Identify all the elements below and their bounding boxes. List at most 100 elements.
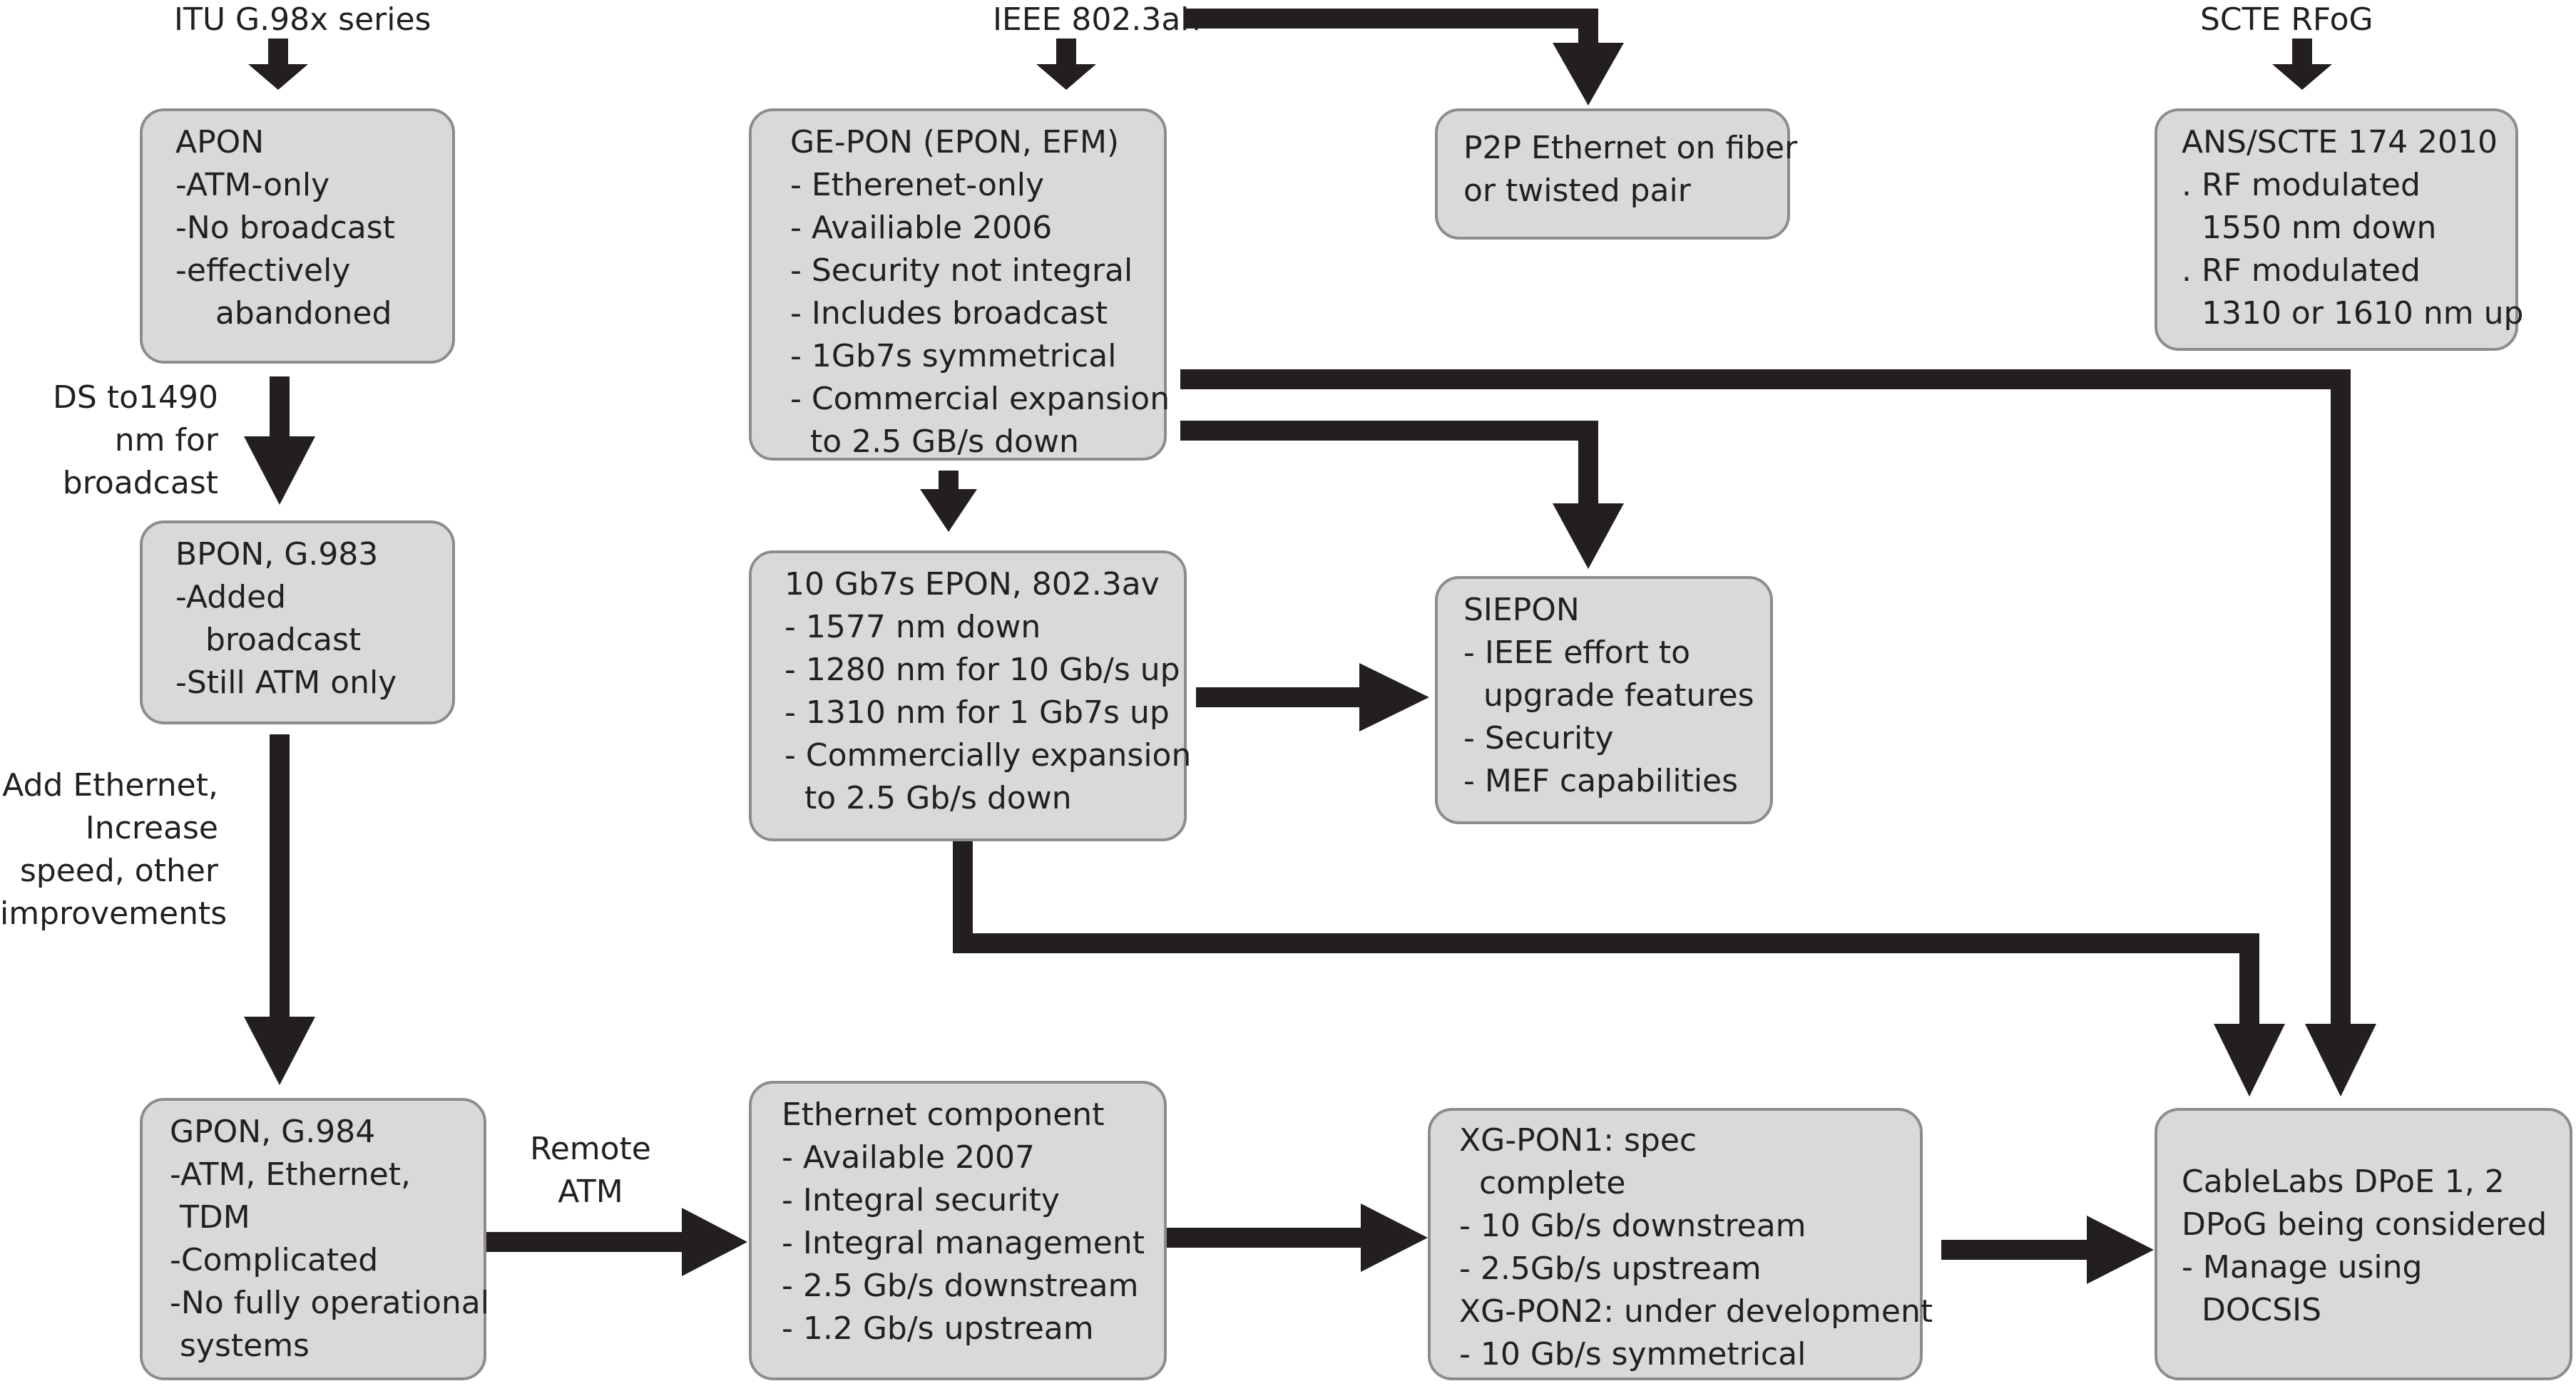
box-gpon: GPON, G.984-ATM, Ethernet, TDM-Complicat… bbox=[140, 1098, 489, 1380]
box-p2p: P2P Ethernet on fiber or twisted pair bbox=[1435, 108, 1798, 240]
arrowhead-xgpon bbox=[1361, 1203, 1428, 1272]
box-apon: APON -ATM-only -No broadcast -effectively a… bbox=[140, 108, 455, 364]
arrow-epon10-to-cablelabs bbox=[953, 841, 2259, 1027]
siepon-line-0: SIEPON bbox=[1463, 592, 1580, 628]
arrowhead-gpon bbox=[244, 1017, 315, 1085]
box-scte174: ANS/SCTE 174 2010 . RF modulated 1550 nm … bbox=[2155, 108, 2524, 351]
arrowhead-siepon-left bbox=[1359, 663, 1429, 732]
arrowhead-scte174 bbox=[2272, 64, 2332, 90]
label-remote-atm-line-0: Remote bbox=[530, 1131, 651, 1167]
label-ds-broadcast-line-2: broadcast bbox=[62, 465, 218, 501]
cablelabs-line-3: DOCSIS bbox=[2182, 1292, 2322, 1328]
box-xgpon: XG-PON1: spec complete - 10 Gb/s downstre… bbox=[1428, 1108, 1933, 1380]
source-scte: SCTE RFoG bbox=[2200, 1, 2373, 38]
gpon-line-0: GPON, G.984 bbox=[170, 1114, 376, 1150]
ethernet-line-2: - Integral security bbox=[782, 1182, 1060, 1218]
arrowhead-siepon bbox=[1553, 503, 1624, 569]
siepon-line-3: - Security bbox=[1463, 720, 1614, 756]
bpon-line-0: BPON, G.983 bbox=[175, 536, 379, 573]
gepon-line-0: GE-PON (EPON, EFM) bbox=[790, 124, 1120, 160]
gepon-line-3: - Security not integral bbox=[790, 252, 1133, 289]
arrowhead-bpon bbox=[244, 436, 315, 505]
arrowhead-epon10 bbox=[920, 489, 977, 532]
arrowhead-cablelabs-left bbox=[2214, 1024, 2285, 1097]
source-ieee: IEEE 802.3ah bbox=[993, 1, 1201, 38]
box-ethernet: Ethernet component - Available 2007 - Inte… bbox=[749, 1081, 1167, 1380]
ethernet-line-3: - Integral management bbox=[782, 1225, 1145, 1261]
label-ds-broadcast-line-0: DS to1490 bbox=[53, 379, 218, 416]
p2p-line-1: or twisted pair bbox=[1463, 173, 1691, 209]
apon-line-4: abandoned bbox=[175, 295, 392, 332]
label-add-ethernet-line-1: Increase bbox=[85, 810, 218, 846]
arrowhead-ethernet bbox=[682, 1208, 747, 1276]
box-gepon: GE-PON (EPON, EFM) - Etherenet-only - Avai… bbox=[749, 108, 1170, 461]
apon-line-0: APON bbox=[175, 124, 265, 160]
xgpon-line-4: XG-PON2: under development bbox=[1459, 1293, 1933, 1330]
gepon-line-7: to 2.5 GB/s down bbox=[790, 423, 1079, 460]
gepon-line-1: - Etherenet-only bbox=[790, 167, 1045, 203]
box-siepon: SIEPON - IEEE effort to upgrade features -… bbox=[1435, 576, 1773, 824]
epon10-line-2: - 1280 nm for 10 Gb/s up bbox=[784, 652, 1180, 688]
ethernet-line-1: - Available 2007 bbox=[782, 1139, 1035, 1176]
epon10-line-5: to 2.5 Gb/s down bbox=[784, 780, 1072, 816]
gpon-line-1: -ATM, Ethernet, bbox=[170, 1156, 411, 1193]
siepon-line-4: - MEF capabilities bbox=[1463, 763, 1739, 799]
epon10-line-0: 10 Gb7s EPON, 802.3av bbox=[784, 566, 1160, 602]
ethernet-line-4: - 2.5 Gb/s downstream bbox=[782, 1268, 1139, 1304]
xgpon-line-1: complete bbox=[1459, 1165, 1626, 1201]
gpon-line-4: -No fully operational bbox=[170, 1285, 489, 1321]
label-add-ethernet-line-3: improvements bbox=[0, 895, 228, 932]
arrow-ieee-to-p2p bbox=[1185, 9, 1598, 46]
label-add-ethernet-line-0: Add Ethernet, bbox=[2, 767, 218, 804]
arrowhead-cablelabs-bottom bbox=[2087, 1216, 2154, 1284]
p2p-line-0: P2P Ethernet on fiber bbox=[1463, 130, 1798, 166]
scte174-line-3: . RF modulated bbox=[2182, 252, 2421, 289]
scte174-line-2: 1550 nm down bbox=[2182, 210, 2437, 246]
gepon-line-6: - Commercial expansion bbox=[790, 381, 1170, 417]
arrow-gepon-to-siepon bbox=[1180, 421, 1598, 506]
label-remote-atm-line-1: ATM bbox=[558, 1174, 623, 1210]
box-cablelabs: CableLabs DPoE 1, 2 DPoG being considered… bbox=[2155, 1108, 2572, 1380]
epon10-line-4: - Commercially expansion bbox=[784, 737, 1192, 774]
xgpon-line-5: - 10 Gb/s symmetrical bbox=[1459, 1336, 1806, 1372]
epon10-line-3: - 1310 nm for 1 Gb7s up bbox=[784, 694, 1170, 731]
bpon-line-2: broadcast bbox=[175, 622, 362, 658]
xgpon-line-2: - 10 Gb/s downstream bbox=[1459, 1208, 1806, 1244]
apon-line-3: -effectively bbox=[175, 252, 351, 289]
label-ds-broadcast-line-1: nm for bbox=[114, 422, 218, 458]
cablelabs-line-2: - Manage using bbox=[2182, 1249, 2423, 1285]
xgpon-line-0: XG-PON1: spec bbox=[1459, 1122, 1697, 1159]
source-itu: ITU G.98x series bbox=[174, 1, 431, 38]
label-ds-broadcast: DS to1490 nm for broadcast bbox=[0, 376, 218, 505]
gepon-line-4: - Includes broadcast bbox=[790, 295, 1108, 332]
label-add-ethernet: Add Ethernet, Increase speed, other improve… bbox=[0, 764, 228, 935]
cablelabs-line-0: CableLabs DPoE 1, 2 bbox=[2182, 1164, 2505, 1200]
cablelabs-line-1: DPoG being considered bbox=[2182, 1206, 2547, 1243]
apon-line-2: -No broadcast bbox=[175, 210, 395, 246]
siepon-line-1: - IEEE effort to bbox=[1463, 635, 1691, 671]
gpon-line-3: -Complicated bbox=[170, 1242, 379, 1278]
arrow-gepon-to-cablelabs bbox=[1180, 369, 2351, 1027]
arrowhead-cablelabs-right bbox=[2305, 1024, 2376, 1097]
label-add-ethernet-line-2: speed, other bbox=[19, 853, 218, 889]
bpon-line-1: -Added bbox=[175, 579, 287, 615]
arrowhead-p2p bbox=[1553, 43, 1624, 106]
scte174-line-4: 1310 or 1610 nm up bbox=[2182, 295, 2524, 332]
arrowhead-apon bbox=[248, 64, 308, 90]
gepon-line-2: - Availiable 2006 bbox=[790, 210, 1053, 246]
siepon-line-2: upgrade features bbox=[1463, 677, 1754, 714]
box-bpon: BPON, G.983-Added broadcast-Still ATM on… bbox=[140, 520, 455, 724]
gepon-line-5: - 1Gb7s symmetrical bbox=[790, 338, 1117, 374]
scte174-line-1: . RF modulated bbox=[2182, 167, 2421, 203]
arrowhead-gepon bbox=[1036, 64, 1096, 90]
scte174-line-0: ANS/SCTE 174 2010 bbox=[2182, 124, 2498, 160]
gpon-line-5: systems bbox=[170, 1328, 310, 1364]
ethernet-line-5: - 1.2 Gb/s upstream bbox=[782, 1310, 1094, 1347]
ethernet-line-0: Ethernet component bbox=[782, 1097, 1105, 1133]
apon-line-1: -ATM-only bbox=[175, 167, 330, 203]
box-epon10: 10 Gb7s EPON, 802.3av - 1577 nm down - 128… bbox=[749, 550, 1192, 841]
epon10-line-1: - 1577 nm down bbox=[784, 609, 1041, 645]
